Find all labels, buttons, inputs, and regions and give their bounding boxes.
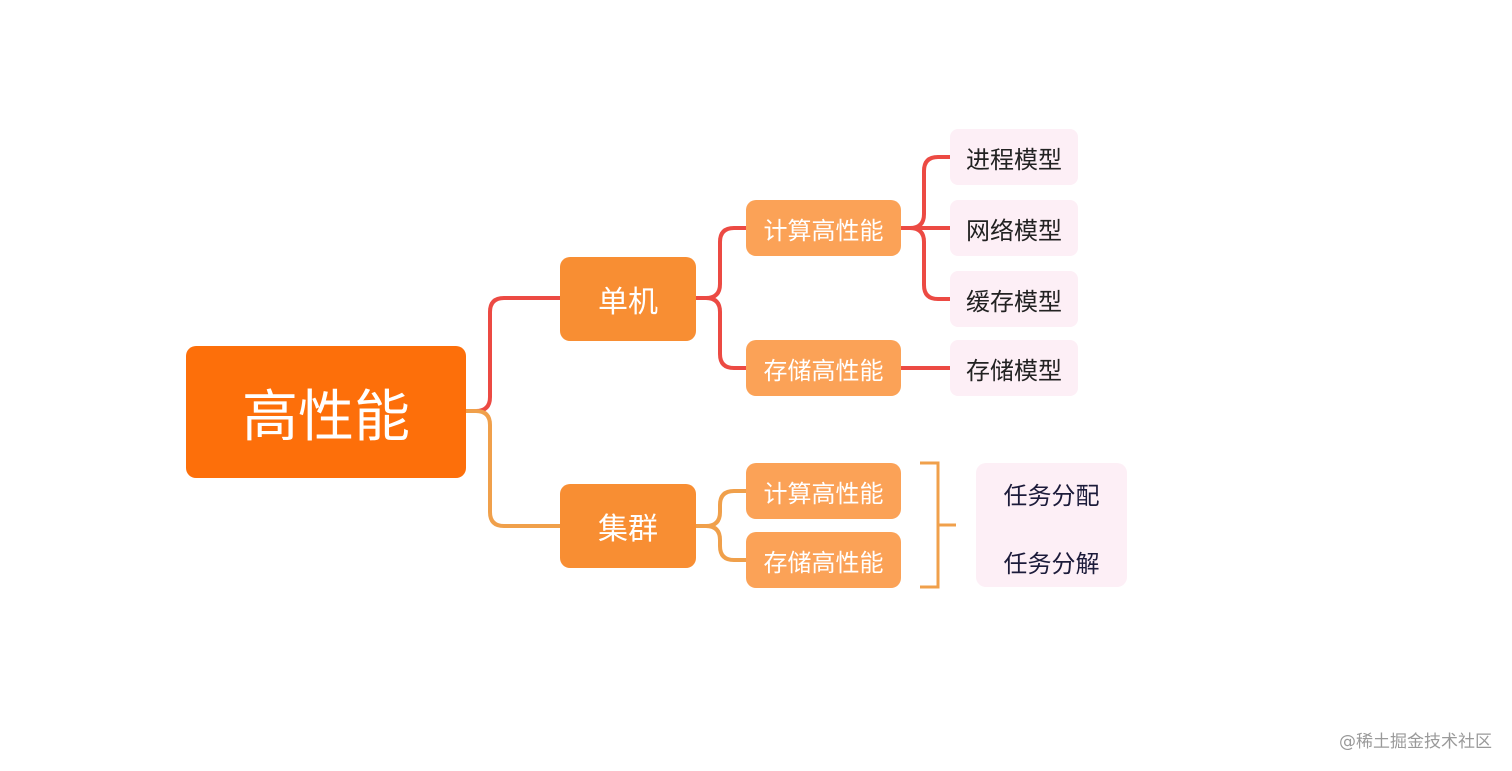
summary-bracket [920,461,956,589]
summary-task-allocation: 任务分配 [1003,482,1100,510]
connector-cluster-storage [695,524,747,562]
connector-cluster-compute [695,489,747,528]
cluster-storage-node[interactable]: 存储高性能 [746,532,901,588]
cluster-node[interactable]: 集群 [560,484,696,568]
cluster-compute-node[interactable]: 计算高性能 [746,463,901,519]
connector-root-single [466,296,562,413]
single-storage-node[interactable]: 存储高性能 [746,340,901,396]
leaf-cache-model[interactable]: 缓存模型 [950,271,1078,327]
leaf-storage-model[interactable]: 存储模型 [950,340,1078,396]
summary-task-decomposition: 任务分解 [1003,550,1100,578]
leaf-network-model[interactable]: 网络模型 [950,200,1078,256]
single-machine-node[interactable]: 单机 [560,257,696,341]
connector-root-cluster [466,409,562,528]
cluster-summary-box[interactable] [976,463,1127,587]
watermark-text: @稀土掘金技术社区 [1339,732,1492,752]
connector-single-compute [695,226,747,300]
leaf-process-model[interactable]: 进程模型 [950,129,1078,185]
connector-compute-cache [900,226,951,301]
root-node[interactable]: 高性能 [186,346,466,478]
connector-single-storage [695,296,747,370]
connector-compute-process [900,155,951,230]
single-compute-node[interactable]: 计算高性能 [746,200,901,256]
